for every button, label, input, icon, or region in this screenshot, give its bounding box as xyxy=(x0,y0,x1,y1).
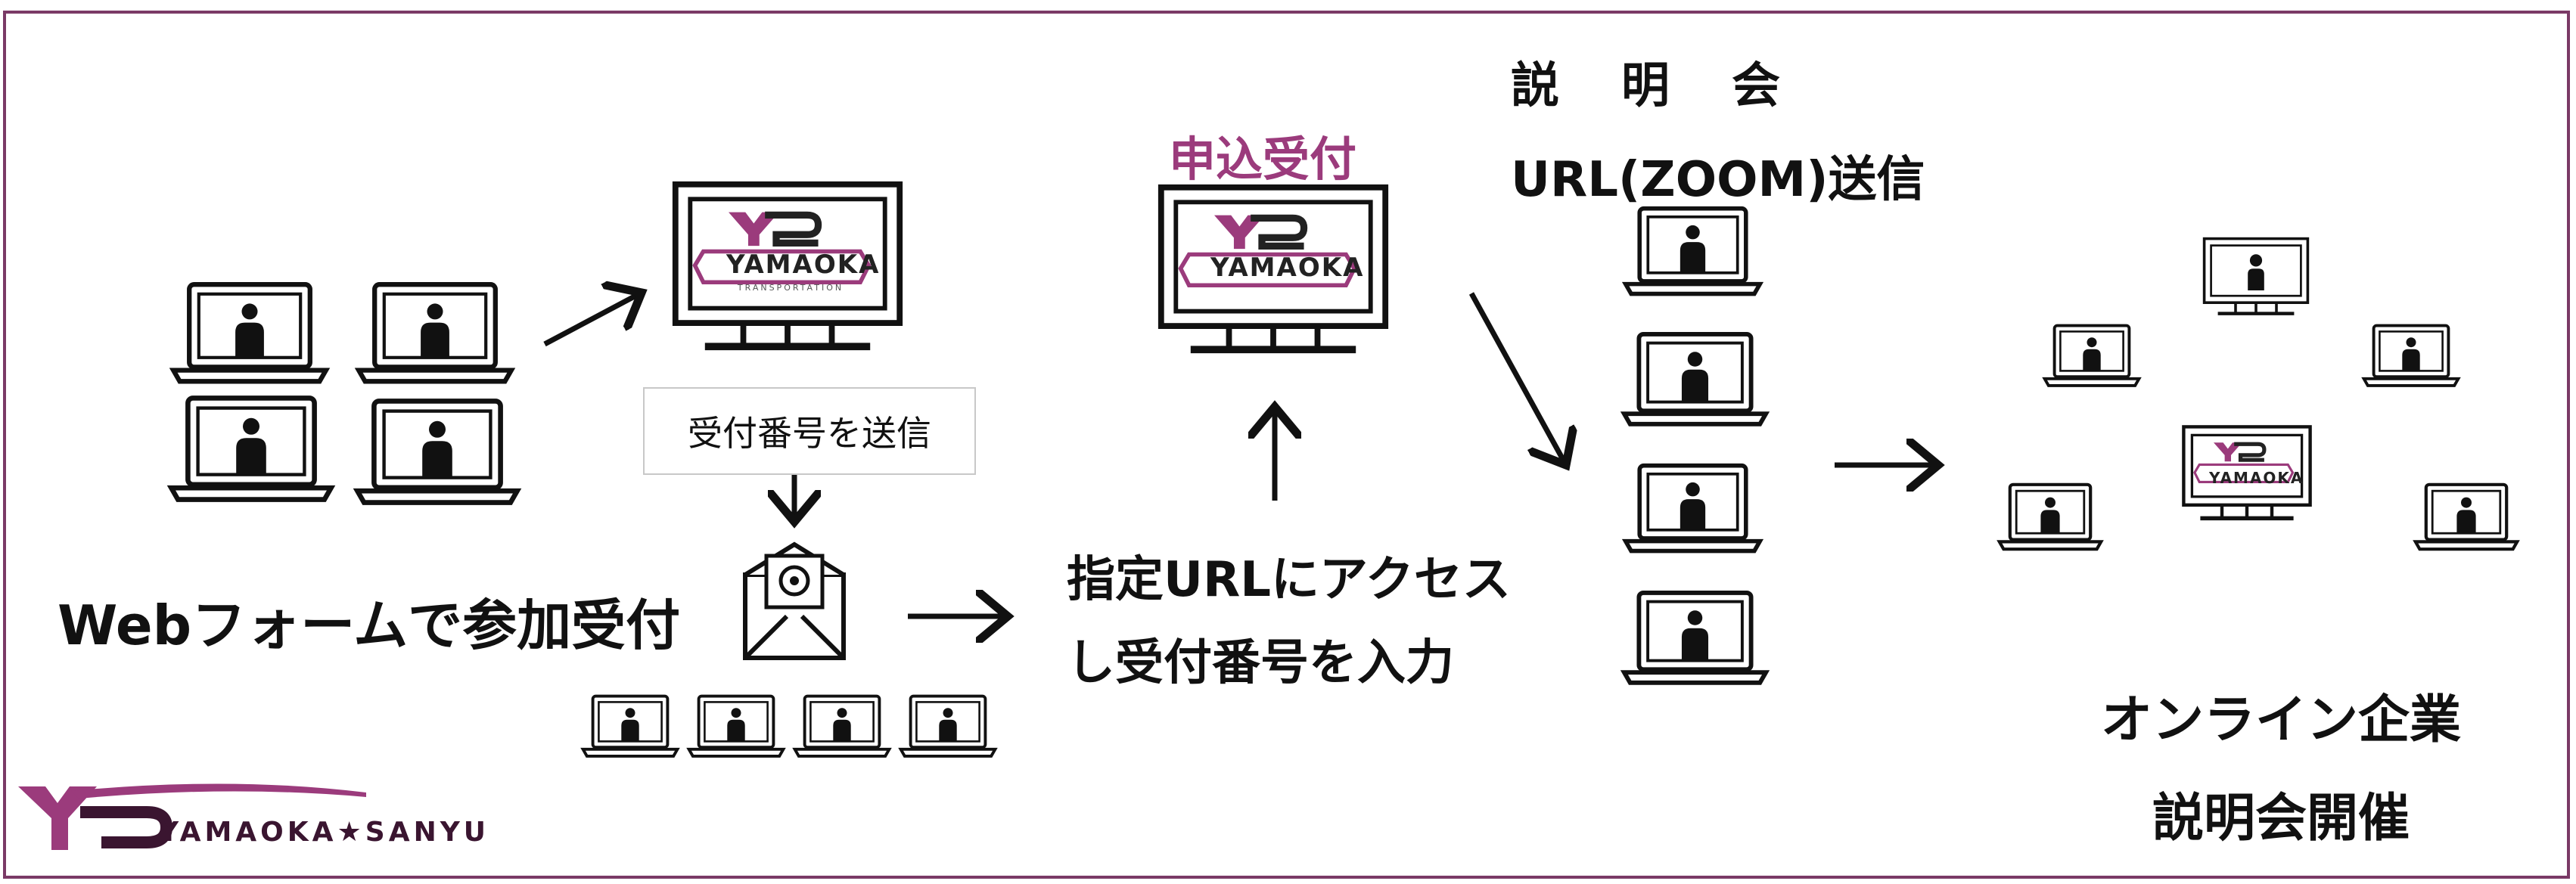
laptop-user-icon xyxy=(793,694,891,758)
access-line-2: し受付番号を入力 xyxy=(1067,635,1454,691)
url-send-label: URL(ZOOM)送信 xyxy=(1511,152,1925,208)
laptop-user-icon xyxy=(2043,324,2141,387)
laptop-user-icon xyxy=(171,398,331,499)
screen-logo-text: YAMAOKA xyxy=(1210,253,1365,283)
monitor-icon xyxy=(2205,239,2308,314)
laptop-user-icon xyxy=(1624,334,1766,424)
laptop-user-icon xyxy=(581,694,679,758)
laptop-user-icon xyxy=(1626,209,1760,294)
laptop-user-icon xyxy=(359,284,511,381)
apply-reception-label: 申込受付 xyxy=(1169,132,1357,187)
online-line-2: 説明会開催 xyxy=(2152,789,2410,848)
laptop-user-icon xyxy=(899,694,997,758)
laptop-user-icon xyxy=(357,401,517,502)
laptop-user-icon xyxy=(173,284,326,381)
arrow-icon xyxy=(543,293,642,347)
online-session-label: オンライン企業 説明会開催 xyxy=(2080,672,2481,868)
laptop-user-icon xyxy=(2000,485,2101,549)
laptop-user-icon xyxy=(687,694,785,758)
laptop-user-icon xyxy=(1624,593,1766,683)
company-name: YAMAOKA★SANYU xyxy=(159,817,490,848)
screen-logo-sub: TRANSPORTATION xyxy=(737,283,844,293)
web-form-label: Webフォームで参加受付 xyxy=(57,594,681,657)
diagram-frame xyxy=(3,11,2570,879)
screen-logo-text: YAMAOKA xyxy=(726,250,881,280)
envelope-at-icon xyxy=(743,541,846,660)
access-line-1: 指定URLにアクセス xyxy=(1067,552,1511,608)
company-logo xyxy=(18,783,366,850)
access-instruction: 指定URLにアクセス し受付番号を入力 xyxy=(1067,538,1511,705)
laptop-user-icon xyxy=(1626,466,1760,551)
online-line-1: オンライン企業 xyxy=(2100,690,2461,750)
laptop-user-icon xyxy=(2416,485,2517,549)
url-title-label: 説明会 xyxy=(1511,58,1842,114)
send-number-box: 受付番号を送信 xyxy=(643,387,976,475)
screen-logo-text: YAMAOKA xyxy=(2209,469,2304,487)
laptop-user-icon xyxy=(2362,324,2460,387)
arrow-icon xyxy=(1468,292,1566,465)
